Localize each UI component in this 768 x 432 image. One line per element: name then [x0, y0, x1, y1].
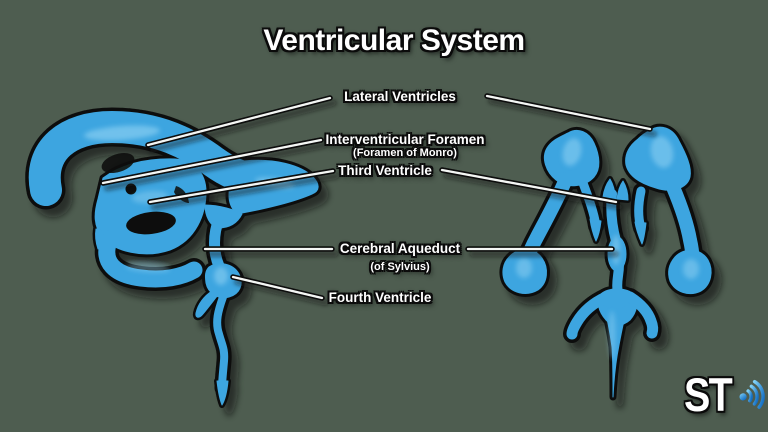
anterior-figure-highlights: [516, 136, 699, 359]
label-lateral-ventricles-text: Lateral Ventricles: [344, 89, 456, 104]
label-third-ventricle: Third Ventricle: [338, 163, 432, 178]
interventricular-foramen-dot: [125, 183, 137, 195]
lateral-figure-details: [101, 152, 189, 235]
page-title: Ventricular System: [263, 24, 525, 57]
sound-waves-icon: [739, 379, 765, 409]
st-logo-text: ST: [684, 368, 733, 421]
label-foramen-of-monro-text: (Foramen of Monro): [353, 147, 457, 159]
inner-curl-shadow: [101, 152, 135, 174]
leader-lines: [100, 93, 653, 301]
label-interventricular-foramen-text: Interventricular Foramen: [325, 132, 485, 147]
anterior-view-figure: [499, 123, 715, 401]
label-cerebral-aqueduct: Cerebral Aqueduct (of Sylvius): [340, 241, 460, 274]
label-of-sylvius-text: (of Sylvius): [370, 261, 430, 273]
label-cerebral-aqueduct-text: Cerebral Aqueduct: [339, 241, 461, 256]
label-third-ventricle-text: Third Ventricle: [338, 163, 432, 178]
label-fourth-ventricle: Fourth Ventricle: [329, 290, 432, 305]
lateral-view-figure: [25, 107, 322, 408]
third-ventricle-hole: [126, 211, 176, 235]
label-interventricular-foramen: Interventricular Foramen (Foramen of Mon…: [325, 132, 484, 160]
label-fourth-ventricle-text: Fourth Ventricle: [328, 290, 432, 305]
st-logo: ST: [684, 368, 768, 421]
label-lateral-ventricles: Lateral Ventricles: [344, 89, 456, 104]
